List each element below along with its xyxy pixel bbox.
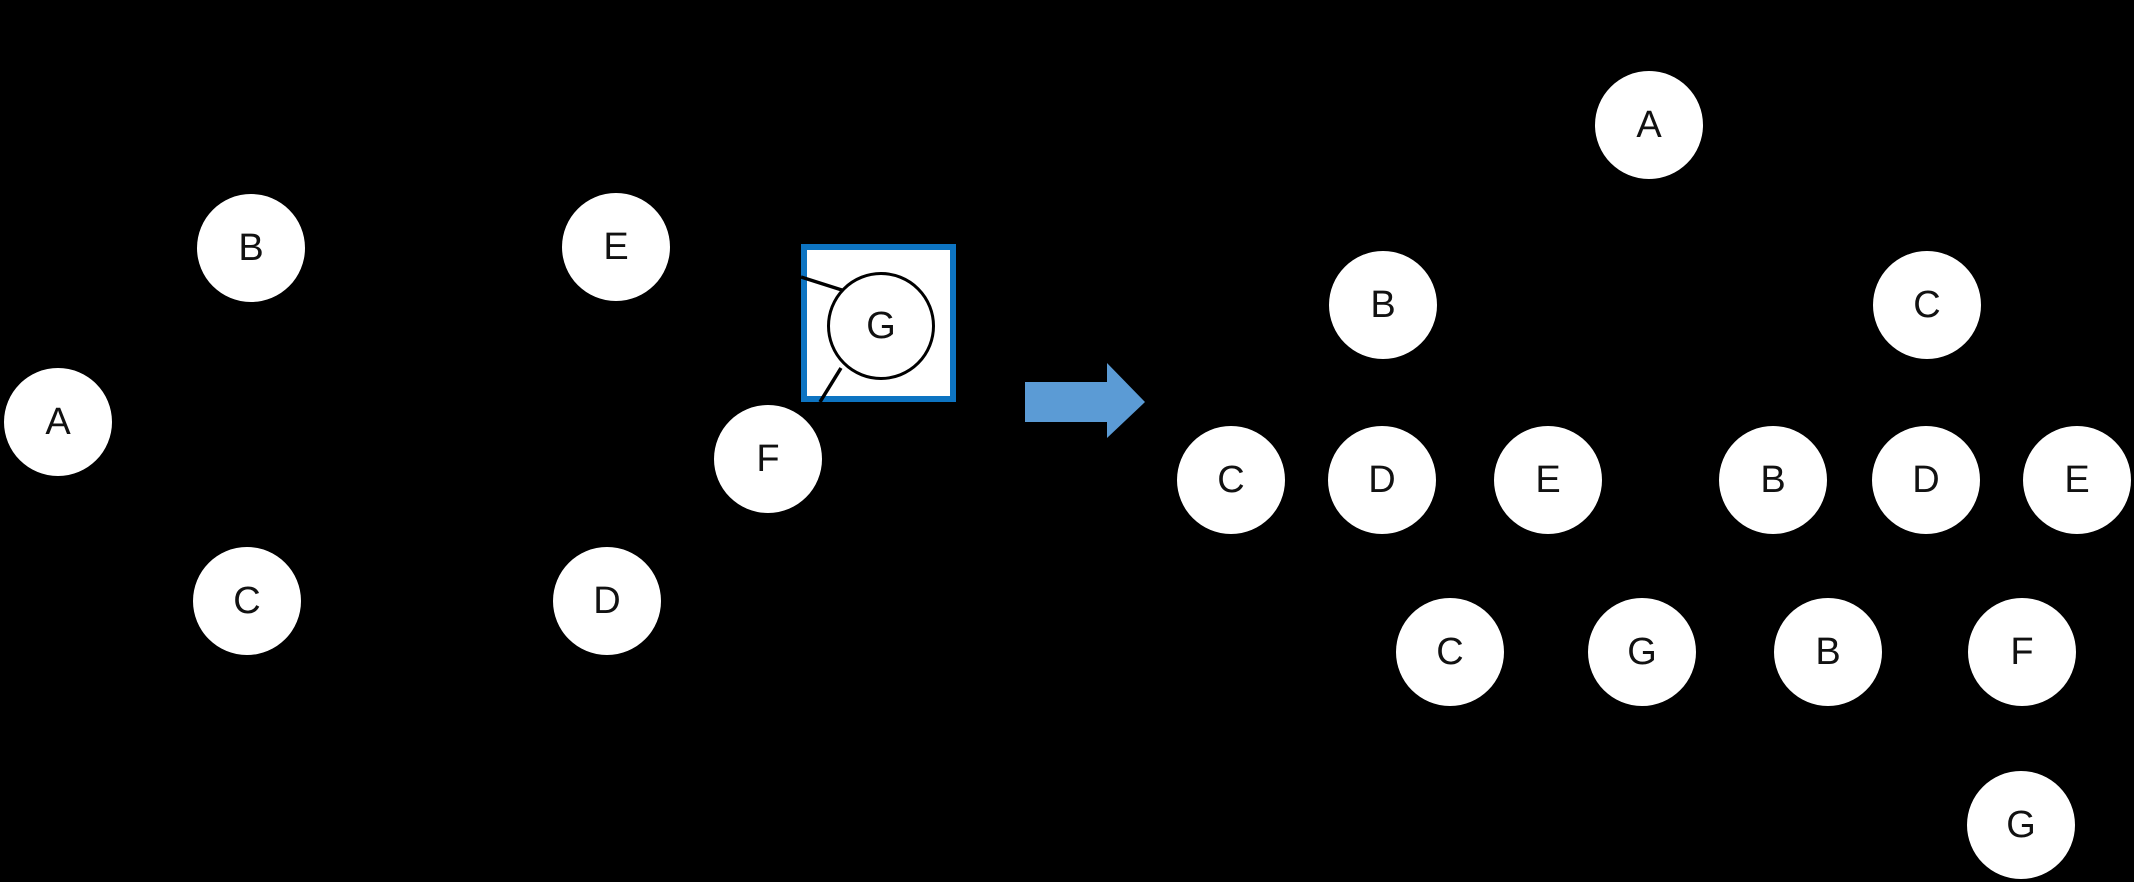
node-E: E — [1494, 426, 1602, 534]
edge-stubs — [800, 275, 846, 403]
node-A: A — [1595, 71, 1703, 179]
edge-stub-lower-icon — [818, 367, 843, 403]
node-E: E — [562, 193, 670, 301]
node-A: A — [4, 368, 112, 476]
node-G: G — [827, 272, 935, 380]
edge-stub-upper-icon — [800, 275, 846, 293]
node-C: C — [1177, 426, 1285, 534]
node-B: B — [197, 194, 305, 302]
node-D: D — [1328, 426, 1436, 534]
node-C: C — [1873, 251, 1981, 359]
node-E: E — [2023, 426, 2131, 534]
node-F: F — [1968, 598, 2076, 706]
node-D: D — [1872, 426, 1980, 534]
node-G: G — [1967, 771, 2075, 879]
node-C: C — [1396, 598, 1504, 706]
node-G: G — [1588, 598, 1696, 706]
node-C: C — [193, 547, 301, 655]
node-B: B — [1329, 251, 1437, 359]
node-B: B — [1774, 598, 1882, 706]
right-arrow-icon — [1025, 363, 1145, 438]
node-D: D — [553, 547, 661, 655]
node-B: B — [1719, 426, 1827, 534]
node-F: F — [714, 405, 822, 513]
